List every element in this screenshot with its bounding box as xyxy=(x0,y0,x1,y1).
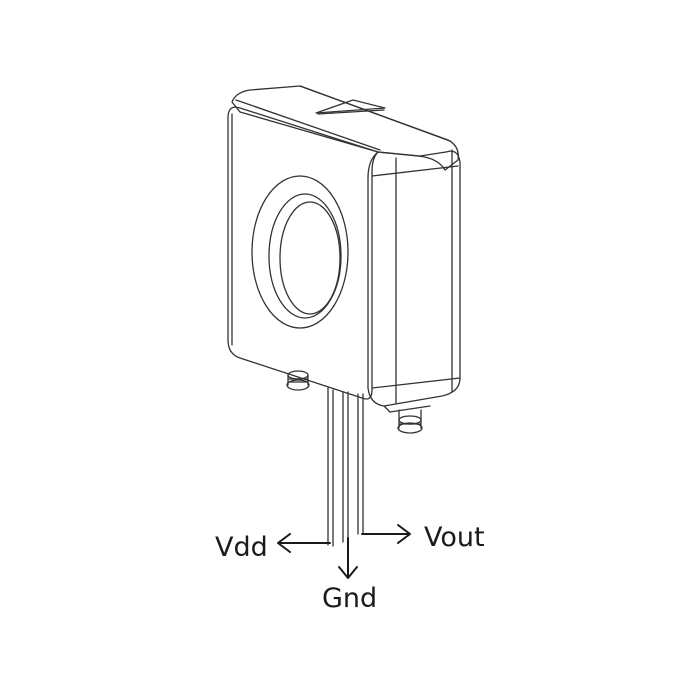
gnd-label: Gnd xyxy=(322,583,377,614)
vdd-arrow xyxy=(277,533,331,553)
housing-side xyxy=(367,150,461,407)
mounting-stud-right xyxy=(397,409,423,434)
housing-front xyxy=(227,106,379,400)
vdd-label: Vdd xyxy=(215,532,268,563)
vout-arrow xyxy=(361,524,411,544)
sensor-aperture xyxy=(279,201,341,315)
sensor-aperture-ring xyxy=(251,175,349,329)
vout-label: Vout xyxy=(424,522,485,553)
pins xyxy=(327,387,364,547)
housing-top xyxy=(231,85,459,171)
direction-arrow-marker xyxy=(315,99,386,114)
gnd-arrow xyxy=(338,537,358,579)
